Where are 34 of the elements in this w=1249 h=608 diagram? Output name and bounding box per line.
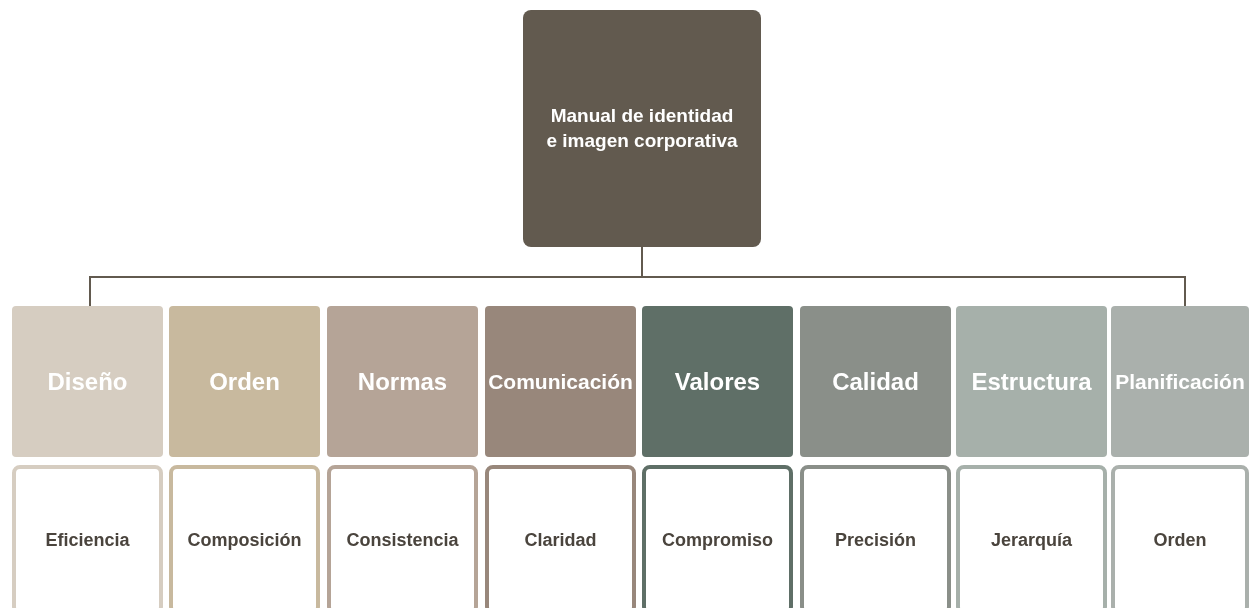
concept-label: Consistencia — [346, 529, 459, 551]
concept-label: Compromiso — [662, 529, 773, 551]
category-label: Estructura — [971, 367, 1092, 396]
concept-label: Orden — [1153, 529, 1207, 551]
title-box — [523, 10, 761, 247]
category-label: Calidad — [832, 367, 919, 396]
concept-label: Jerarquía — [990, 529, 1072, 551]
concept-box — [642, 465, 793, 608]
concept-box — [956, 465, 1107, 608]
concept-box — [485, 465, 636, 608]
category-box — [485, 306, 636, 457]
category-box — [1111, 306, 1249, 457]
category-box — [327, 306, 478, 457]
concept-label: Eficiencia — [45, 529, 130, 551]
category-box — [169, 306, 320, 457]
category-box — [642, 306, 793, 457]
concept-box — [1111, 465, 1249, 608]
concept-label: Composición — [187, 529, 302, 551]
category-box — [956, 306, 1107, 457]
concept-box — [169, 465, 320, 608]
category-label: Orden — [209, 367, 280, 396]
concept-label: Precisión — [834, 529, 916, 551]
category-label: Comunicación — [488, 369, 633, 394]
category-box — [12, 306, 163, 457]
category-label: Diseño — [47, 367, 128, 396]
category-label: Planificación — [1115, 369, 1245, 394]
concept-box — [327, 465, 478, 608]
concept-label: Claridad — [524, 529, 597, 551]
category-label: Valores — [674, 367, 761, 396]
category-label: Normas — [357, 367, 448, 396]
category-box — [800, 306, 951, 457]
concept-box — [800, 465, 951, 608]
concept-box — [12, 465, 163, 608]
title-text: Manual de identidad e imagen corporativa — [545, 103, 739, 153]
